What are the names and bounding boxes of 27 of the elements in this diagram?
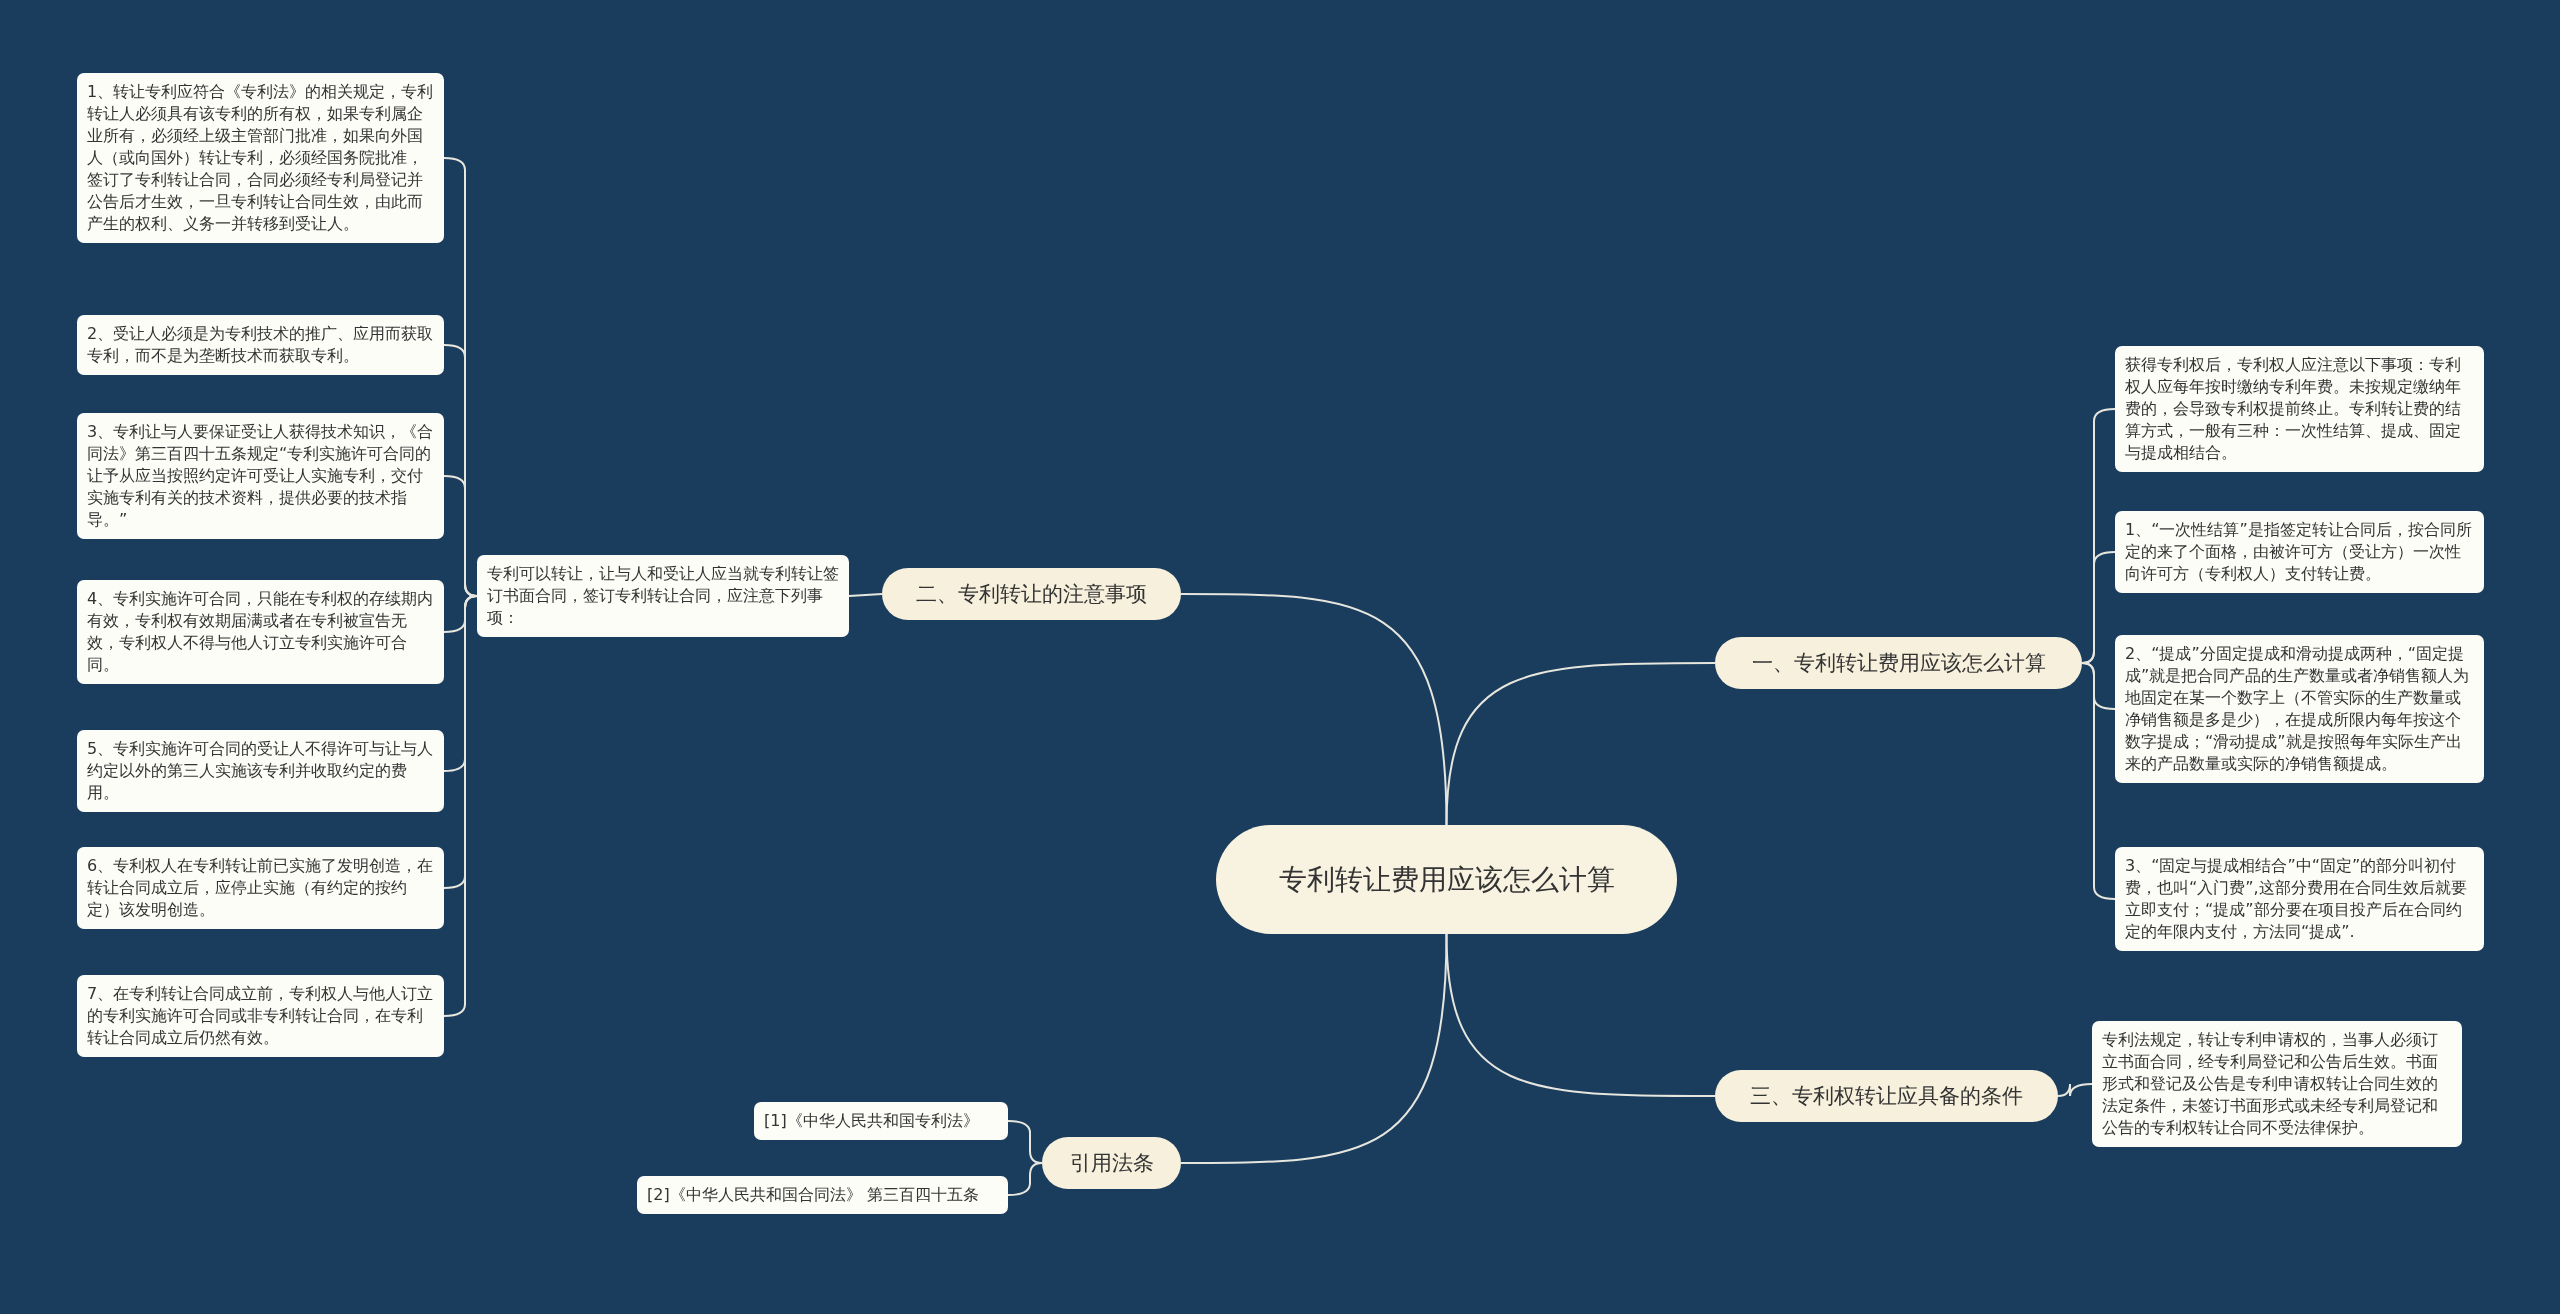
connector-line — [1180, 593, 1448, 826]
note-card: 2、“提成”分固定提成和滑动提成两种，“固定提成”就是把合同产品的生产数量或者净销售额人为地固定在某一个数字上（不管实际的生产数量或净销售额是多是少），在提成所限内每年按这个数字提成；“滑动提成”就是按照每年实际生产出来的产品数量或实际的净销售额提成。 — [2115, 635, 2484, 783]
topic-pill: 三、专利权转让应具备的条件 — [1715, 1070, 2058, 1122]
note-card: [1]《中华人民共和国专利法》 — [754, 1102, 1008, 1140]
connector-line — [1445, 662, 1716, 826]
note-card: 7、在专利转让合同成立前，专利权人与他人订立的专利实施许可合同或非专利转让合同，在专利转让合同成立后仍然有效。 — [77, 975, 444, 1057]
note-card: 2、受让人必须是为专利技术的推广、应用而获取专利，而不是为垄断技术而获取专利。 — [77, 315, 444, 375]
note-card: 专利法规定，转让专利申请权的，当事人必须订立书面合同，经专利局登记和公告后生效。书面形式和登记及公告是专利申请权转让合同生效的法定条件，未签订书面形式或未经专利局登记和公告的专利权转让合同不受法律保护。 — [2092, 1021, 2462, 1147]
note-card: 1、转让专利应符合《专利法》的相关规定，专利转让人必须具有该专利的所有权，如果专利属企业所有，必须经上级主管部门批准，如果向外国人（或向国外）转让专利，必须经国务院批准，签订了专利转让合同，合同必须经专利局登记并公告后才生效，一旦专利转让合同生效，由此而产生的权利、义务一并转移到受让人。 — [77, 73, 444, 243]
note-card: 4、专利实施许可合同，只能在专利权的存续期内有效，专利权有效期届满或者在专利被宣告无效，专利权人不得与他人订立专利实施许可合同。 — [77, 580, 444, 684]
central-topic: 专利转让费用应该怎么计算 — [1216, 825, 1677, 934]
note-card: 5、专利实施许可合同的受让人不得许可与让与人约定以外的第三人实施该专利并收取约定的费用。 — [77, 730, 444, 812]
topic-pill: 二、专利转让的注意事项 — [882, 568, 1181, 620]
note-card: 专利可以转让，让与人和受让人应当就专利转让签订书面合同，签订专利转让合同，应注意下列事项： — [477, 555, 849, 637]
note-card: 1、“一次性结算”是指签定转让合同后，按合同所定的来了个面格，由被许可方（受让方）一次性向许可方（专利权人）支付转让费。 — [2115, 511, 2484, 593]
note-card: 3、“固定与提成相结合”中“固定”的部分叫初付费，也叫“入门费”,这部分费用在合同生效后就要立即支付；“提成”部分要在项目投产后在合同约定的年限内支付，方法同“提成”. — [2115, 847, 2484, 951]
connector-line — [1445, 933, 1716, 1097]
connector-line — [2057, 1083, 2093, 1097]
note-card: 获得专利权后，专利权人应注意以下事项：专利权人应每年按时缴纳专利年费。未按规定缴纳年费的，会导致专利权提前终止。专利转让费的结算方式，一般有三种：一次性结算、提成、固定与提成相结合。 — [2115, 346, 2484, 472]
note-card: [2]《中华人民共和国合同法》 第三百四十五条 — [637, 1176, 1008, 1214]
connector-line — [1180, 933, 1448, 1164]
topic-pill: 一、专利转让费用应该怎么计算 — [1715, 637, 2082, 689]
connector-line — [1007, 1162, 1043, 1196]
topic-pill: 引用法条 — [1042, 1137, 1181, 1189]
connector-line — [848, 593, 883, 597]
note-card: 6、专利权人在专利转让前已实施了发明创造，在转让合同成立后，应停止实施（有约定的按约定）该发明创造。 — [77, 847, 444, 929]
note-card: 3、专利让与人要保证受让人获得技术知识，《合同法》第三百四十五条规定“专利实施许可合同的让予从应当按照约定许可受让人实施专利，交付实施专利有关的技术资料，提供必要的技术指导。” — [77, 413, 444, 539]
